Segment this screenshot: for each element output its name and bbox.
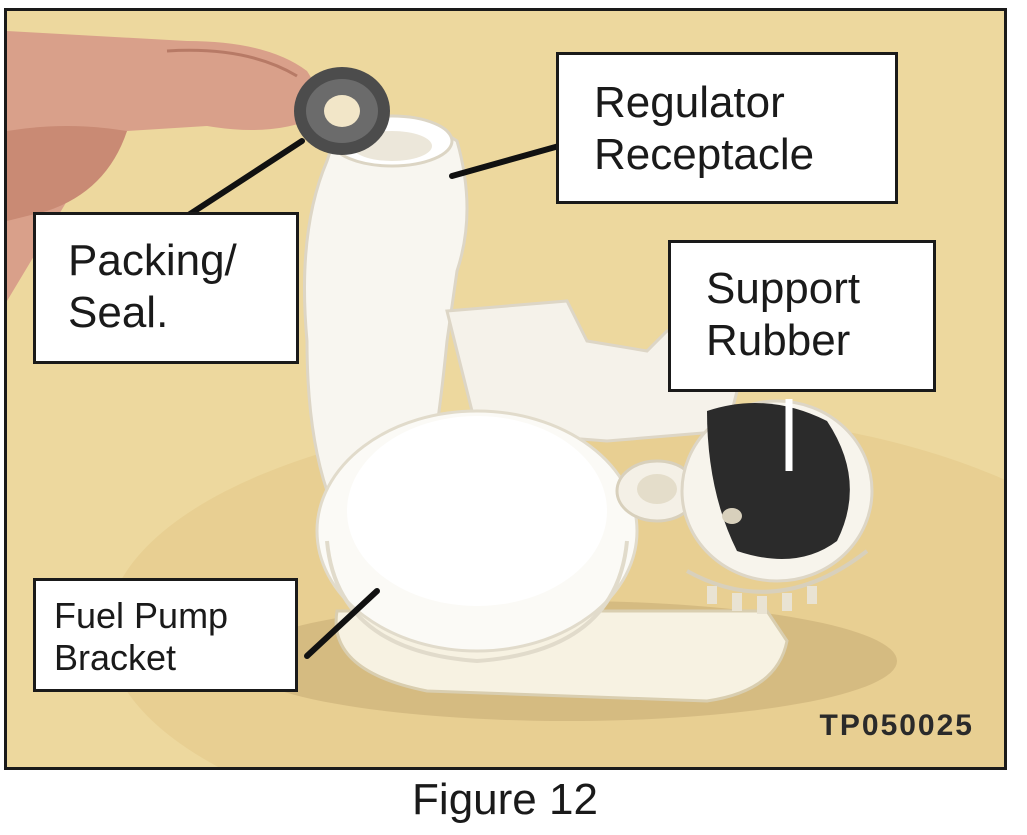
leader-lines bbox=[184, 138, 562, 659]
support-rubber bbox=[707, 403, 850, 559]
figure-caption: Figure 12 bbox=[412, 775, 598, 824]
packing-leader-line bbox=[184, 138, 305, 219]
bracket-teeth bbox=[707, 586, 817, 614]
regulator-receptacle-label: Regulator Receptacle bbox=[556, 52, 898, 204]
support-rubber-label: Support Rubber bbox=[668, 240, 936, 392]
regulator-leader-line bbox=[449, 143, 562, 179]
regulator-label-line2: Receptacle bbox=[594, 129, 815, 179]
packing-label-line2: Seal. bbox=[68, 287, 169, 337]
photo-code: TP050025 bbox=[819, 709, 974, 742]
fuel-label-line1: Fuel Pump bbox=[54, 595, 229, 636]
regulator-label-line1: Regulator bbox=[594, 78, 785, 127]
regulator-column bbox=[303, 116, 469, 493]
fuel-pump-bracket-label: Fuel Pump Bracket bbox=[33, 578, 298, 692]
packing-seal-label: Packing/ Seal. bbox=[33, 212, 299, 364]
support-label-line1: Support bbox=[706, 264, 861, 313]
fuel-leader-line bbox=[304, 588, 380, 659]
packing-label-line1: Packing/ bbox=[68, 236, 237, 285]
fuel-label-line2: Bracket bbox=[54, 637, 177, 679]
support-label-line2: Rubber bbox=[706, 315, 851, 365]
hand bbox=[7, 31, 317, 301]
